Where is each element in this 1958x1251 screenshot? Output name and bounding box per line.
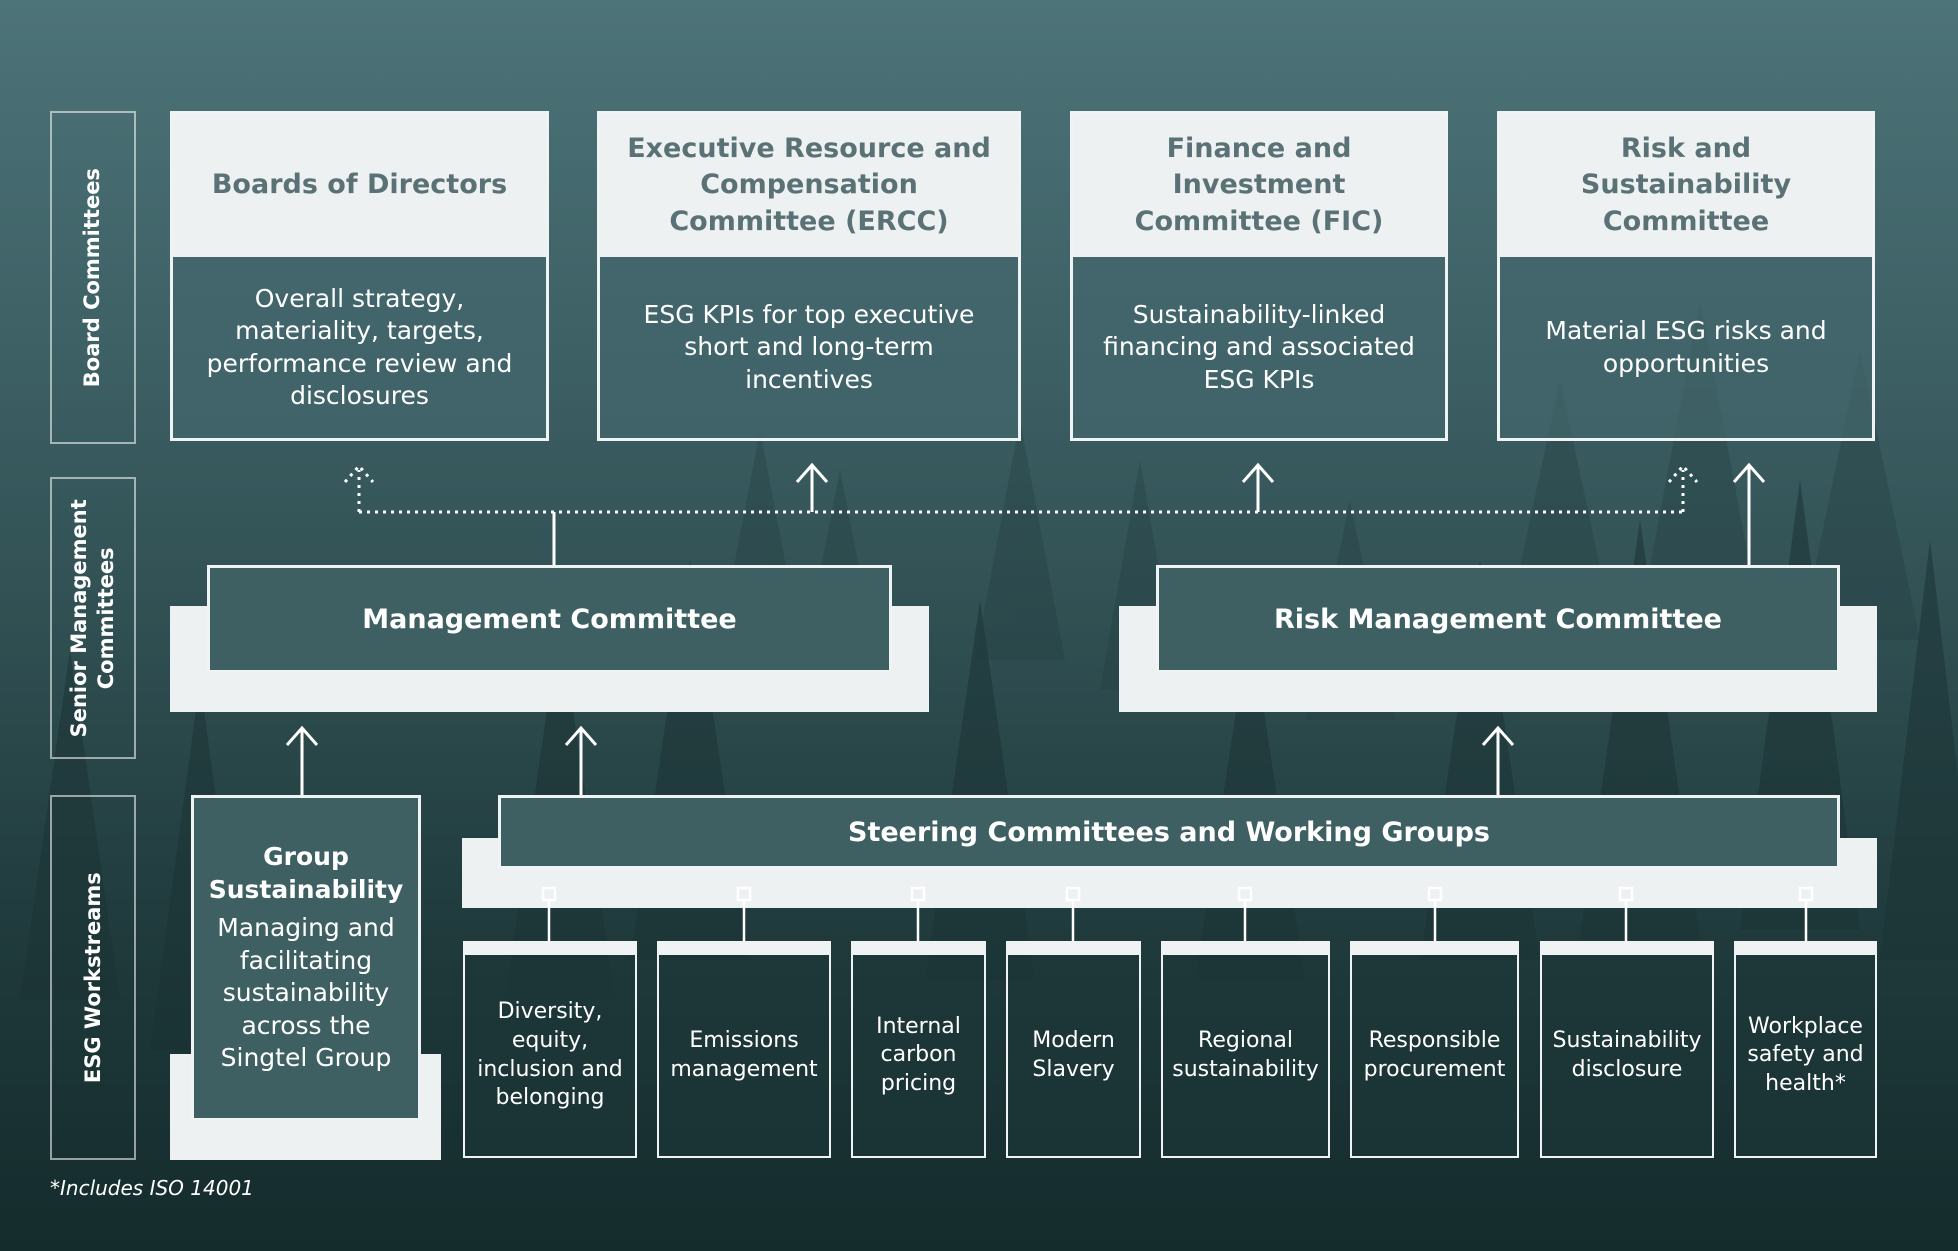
ercc-description: ESG KPIs for top executive short and lon… [643,299,975,394]
risk-sustainability-title: Risk and Sustainability Committee [1500,114,1872,257]
group-sustainability-title: Group Sustainability [208,842,404,904]
board-of-directors-description: Overall strategy, materiality, targets, … [206,283,513,411]
group-sustainability-description: Managing and facilitating sustainability… [217,913,395,1073]
side-label-esg-workstreams: ESG Workstreams [50,795,136,1160]
board-of-directors-box: Boards of Directors Overall strategy, ma… [170,111,549,441]
dotted-connector [357,470,1685,514]
fic-box: Finance and Investment Committee (FIC) S… [1070,111,1448,441]
ercc-title: Executive Resource and Compensation Comm… [600,114,1018,257]
workstream-emissions: Emissions management [657,941,831,1158]
workstream-safety: Workplace safety and health* [1734,941,1877,1158]
steering-committees-box: Steering Committees and Working Groups [498,795,1840,869]
workstream-disclosure: Sustainability disclosure [1540,941,1714,1158]
fic-arrow-head [1241,462,1275,483]
risk-management-committee-box: Risk Management Committee [1156,565,1840,673]
management-committee-box: Management Committee [207,565,892,673]
risk-sustainability-box: Risk and Sustainability Committee Materi… [1497,111,1875,441]
workstream-modern-slavery: Modern Slavery [1006,941,1141,1158]
ercc-arrow-head [795,462,829,483]
risk-sustainability-description: Material ESG risks and opportunities [1545,316,1827,378]
workstream-carbon-pricing: Internal carbon pricing [851,941,986,1158]
workstream-regional: Regional sustainability [1161,941,1330,1158]
side-label-board-committees: Board Committees [50,111,136,444]
rmc-arrow-head [1732,462,1766,483]
gs-arrow-head [285,725,319,746]
group-sustainability-box: Group Sustainability Managing and facili… [191,795,421,1121]
steer-mc-arrow-head [564,725,598,746]
ercc-box: Executive Resource and Compensation Comm… [597,111,1021,441]
workstream-procurement: Responsible procurement [1350,941,1519,1158]
footnote: *Includes ISO 14001 [50,1176,254,1200]
fic-title: Finance and Investment Committee (FIC) [1073,114,1445,257]
workstream-diversity: Diversity, equity, inclusion and belongi… [463,941,637,1158]
workstream-connectors [541,886,1814,941]
board-of-directors-title: Boards of Directors [173,114,546,257]
fic-description: Sustainability-linked financing and asso… [1103,299,1415,394]
steer-rmc-arrow-head [1481,725,1515,746]
